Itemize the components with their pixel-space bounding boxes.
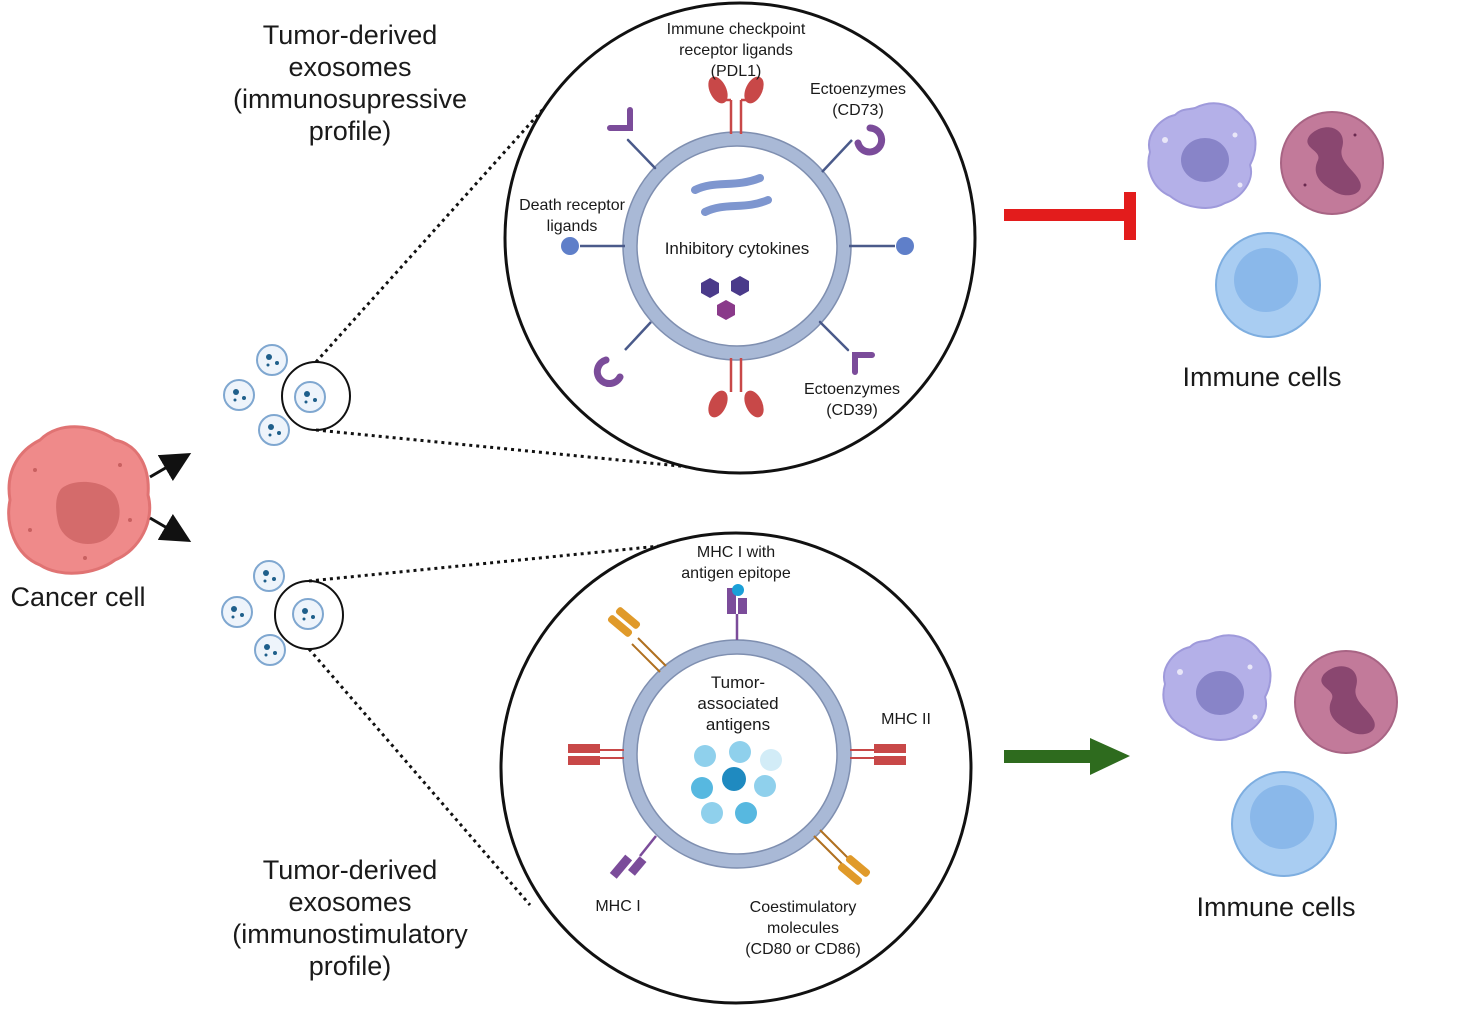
svg-text:(CD80 or CD86): (CD80 or CD86) xyxy=(745,941,861,958)
bottom-immune-cells xyxy=(1162,634,1398,877)
cytokine-strand xyxy=(701,196,772,216)
arrow-to-top-exosomes xyxy=(149,452,192,482)
cd73-ectoenzyme-lower-left xyxy=(593,321,652,388)
zoom-line-top-upper xyxy=(314,66,582,364)
bottom-immune-cells-label: Immune cells xyxy=(1196,892,1355,922)
top-exosome-cluster xyxy=(223,344,351,446)
top-panel-title: Tumor-derived exosomes (immunosupressive… xyxy=(233,20,467,146)
zoom-line-top-lower xyxy=(315,428,741,474)
death-receptor-ligand-left xyxy=(561,237,625,255)
mhc1-receptor-lower-left xyxy=(609,835,657,879)
cd39-ectoenzyme-lower-right xyxy=(818,320,875,375)
pdl1-receptor-top xyxy=(708,76,764,134)
costim-molecule-upper-left xyxy=(607,607,667,673)
checkpoint-label: Immune checkpoint xyxy=(667,21,806,38)
macrophage-cell xyxy=(1147,102,1257,209)
mhc1-epitope-receptor xyxy=(727,584,747,640)
svg-text:profile): profile) xyxy=(309,116,392,146)
inhibition-symbol xyxy=(1004,192,1136,240)
svg-text:Tumor-derived: Tumor-derived xyxy=(263,855,438,885)
zoom-line-bottom-upper xyxy=(308,540,701,583)
cd73-label: Ectoenzymes xyxy=(810,81,906,98)
svg-text:antigen epitope: antigen epitope xyxy=(681,565,791,582)
top-exosome-membrane xyxy=(623,132,851,360)
death-receptor-ligand-right xyxy=(849,237,914,255)
cytokine-strand xyxy=(691,174,764,194)
svg-text:(PDL1): (PDL1) xyxy=(711,63,762,80)
lymphocyte-cell xyxy=(1231,771,1337,877)
svg-text:molecules: molecules xyxy=(767,920,839,937)
cd39-ectoenzyme-upper-left xyxy=(607,107,657,170)
lymphocyte-cell xyxy=(1215,232,1321,338)
top-immune-cells xyxy=(1147,102,1384,338)
mhc2-receptor-left xyxy=(568,744,624,765)
tumor-antigens-label: Tumor- xyxy=(711,673,765,692)
cancer-cell-label: Cancer cell xyxy=(10,582,145,612)
bottom-exosome-cluster xyxy=(221,560,344,666)
mhc2-receptor-right xyxy=(850,744,906,765)
costim-molecule-lower-right xyxy=(813,829,871,885)
svg-text:exosomes: exosomes xyxy=(288,887,411,917)
inhibitory-cytokines-label: Inhibitory cytokines xyxy=(665,239,810,258)
svg-text:associated: associated xyxy=(697,694,778,713)
svg-text:Tumor-derived: Tumor-derived xyxy=(263,20,438,50)
mhc1-label: MHC I xyxy=(595,898,640,915)
mhc1-epitope-label: MHC I with xyxy=(697,544,775,561)
svg-text:receptor ligands: receptor ligands xyxy=(679,42,793,59)
arrow-to-bottom-exosomes xyxy=(149,513,192,543)
cd39-label: Ectoenzymes xyxy=(804,381,900,398)
antigen-spheres xyxy=(691,741,782,824)
pdl1-receptor-bottom xyxy=(708,358,764,418)
bottom-exosome-zoom: Tumor- associated antigens xyxy=(499,531,973,1005)
svg-text:(immunosupressive: (immunosupressive xyxy=(233,84,467,114)
svg-text:profile): profile) xyxy=(309,951,392,981)
neutrophil-cell xyxy=(1294,650,1398,754)
svg-text:(immunostimulatory: (immunostimulatory xyxy=(232,919,468,949)
svg-text:antigens: antigens xyxy=(706,715,770,734)
svg-text:(CD39): (CD39) xyxy=(826,402,878,419)
bottom-panel-title: Tumor-derived exosomes (immunostimulator… xyxy=(232,855,468,981)
costim-label: Coestimulatory xyxy=(750,899,857,916)
top-immune-cells-label: Immune cells xyxy=(1182,362,1341,392)
neutrophil-cell xyxy=(1280,111,1384,215)
macrophage-cell xyxy=(1162,634,1272,741)
mhc2-label: MHC II xyxy=(881,711,931,728)
svg-text:(CD73): (CD73) xyxy=(832,102,884,119)
cancer-cell xyxy=(7,425,152,575)
top-exosome-zoom: Inhibitory cytokines xyxy=(503,1,977,475)
death-receptor-label: Death receptor xyxy=(519,197,626,214)
stimulation-arrow xyxy=(1004,738,1130,775)
svg-text:exosomes: exosomes xyxy=(288,52,411,82)
cytokine-hexagons xyxy=(701,276,749,320)
zoom-line-bottom-lower xyxy=(307,648,532,906)
svg-text:ligands: ligands xyxy=(547,218,598,235)
cd73-ectoenzyme-upper-right xyxy=(821,124,886,173)
bottom-exosome-membrane xyxy=(623,640,851,868)
